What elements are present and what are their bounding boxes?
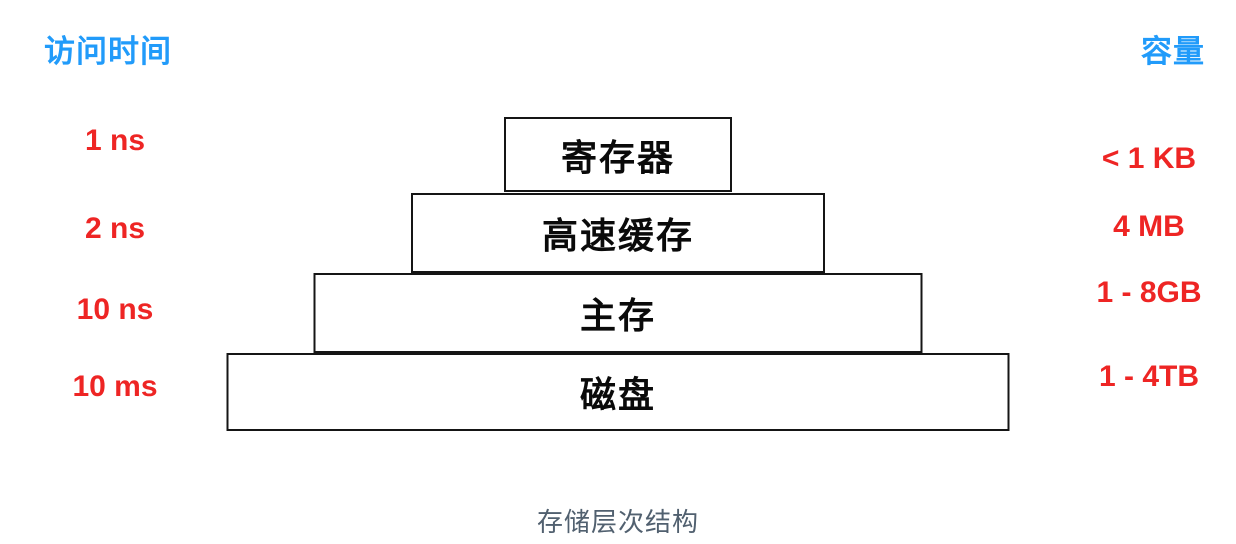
access-time-disk: 10 ms bbox=[72, 370, 158, 403]
pyramid-level-registers-label: 寄存器 bbox=[560, 136, 675, 178]
pyramid-level-registers: 寄存器 bbox=[504, 117, 732, 192]
access-time-column-title: 访问时间 bbox=[44, 34, 172, 69]
pyramid-level-disk: 磁盘 bbox=[226, 353, 1010, 431]
capacity-column-title: 容量 bbox=[1141, 34, 1205, 69]
capacity-cache: 4 MB bbox=[1113, 210, 1185, 243]
access-time-main-memory: 10 ns bbox=[76, 293, 154, 326]
pyramid-level-cache: 高速缓存 bbox=[411, 193, 825, 273]
access-time-registers: 1 ns bbox=[84, 124, 146, 157]
pyramid-level-cache-label: 高速缓存 bbox=[541, 215, 694, 256]
capacity-disk: 1 - 4TB bbox=[1098, 360, 1200, 393]
pyramid-level-disk-label: 磁盘 bbox=[579, 374, 656, 415]
diagram-caption: 存储层次结构 bbox=[536, 507, 699, 537]
pyramid-level-main-memory-label: 主存 bbox=[579, 295, 656, 336]
capacity-main-memory: 1 - 8GB bbox=[1096, 276, 1202, 309]
pyramid-level-main-memory: 主存 bbox=[313, 273, 923, 353]
access-time-cache: 2 ns bbox=[84, 212, 146, 245]
capacity-registers: < 1 KB bbox=[1101, 142, 1197, 175]
